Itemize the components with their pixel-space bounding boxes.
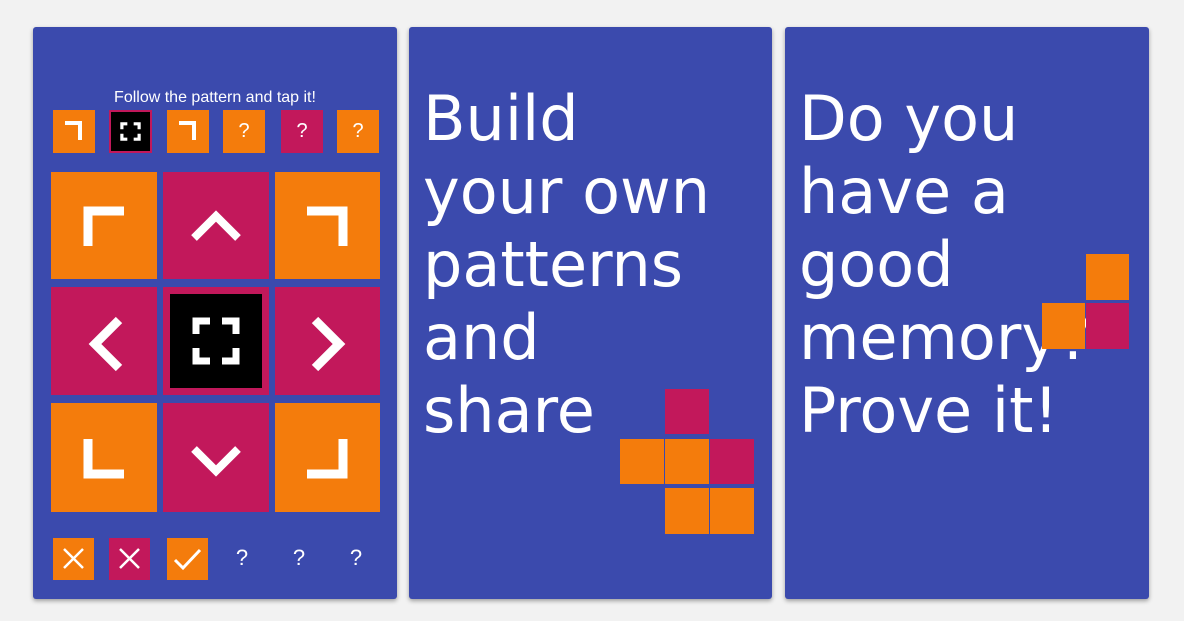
- block: [710, 488, 754, 534]
- chevron-down-icon: [191, 446, 241, 477]
- grid-button-center[interactable]: [163, 287, 269, 395]
- sequence-item: [109, 110, 152, 153]
- corner-top-right-icon: [307, 206, 348, 246]
- block: [665, 488, 709, 534]
- chevron-left-icon: [88, 316, 123, 372]
- promo-line: patterns: [423, 228, 684, 301]
- sequence-item: [53, 110, 95, 153]
- block: [620, 439, 664, 484]
- sequence-item: ?: [281, 110, 323, 153]
- result-item: [109, 538, 150, 580]
- result-unknown: ?: [235, 545, 249, 570]
- unknown-marker: ?: [296, 120, 308, 142]
- promo-build-panel: Build your own patterns and share: [409, 27, 772, 599]
- unknown-marker: ?: [238, 120, 250, 142]
- check-icon: [173, 548, 202, 571]
- promo-build-text: Build your own patterns and share: [423, 82, 710, 447]
- corner-bottom-left-icon: [83, 439, 124, 479]
- sequence-item: [167, 110, 209, 153]
- block: [665, 389, 709, 434]
- corner-top-right-icon: [179, 121, 196, 140]
- block: [1042, 303, 1085, 349]
- unknown-marker: ?: [352, 120, 364, 142]
- block: [665, 439, 709, 484]
- grid-button-top-left[interactable]: [51, 172, 157, 279]
- promo-line: and: [423, 301, 540, 374]
- result-item: [53, 538, 94, 580]
- block: [1086, 254, 1129, 300]
- promo-line: have a: [799, 155, 1009, 228]
- promo-line: Build: [423, 82, 579, 155]
- grid-button-right[interactable]: [275, 287, 380, 395]
- promo-line: Do you: [799, 82, 1019, 155]
- grid-button-down[interactable]: [163, 403, 269, 512]
- chevron-up-icon: [191, 210, 241, 241]
- game-panel: Follow the pattern and tap it! ? ? ?: [33, 27, 397, 599]
- focus-frame-icon: [192, 317, 240, 365]
- chevron-right-icon: [311, 316, 346, 372]
- promo-line: Prove it!: [799, 374, 1059, 447]
- result-unknown: ?: [349, 545, 363, 570]
- grid-button-bottom-right[interactable]: [275, 403, 380, 512]
- result-unknown: ?: [292, 545, 306, 570]
- grid-button-up[interactable]: [163, 172, 269, 279]
- close-icon: [63, 548, 84, 569]
- promo-memory-panel: Do you have a good memory? Prove it!: [785, 27, 1149, 599]
- promo-line: good: [799, 228, 954, 301]
- focus-frame-icon: [120, 122, 141, 141]
- corner-top-right-icon: [65, 121, 82, 140]
- grid-button-top-right[interactable]: [275, 172, 380, 279]
- instruction-text: Follow the pattern and tap it!: [114, 89, 316, 106]
- grid-button-bottom-left[interactable]: [51, 403, 157, 512]
- corner-top-left-icon: [83, 206, 124, 246]
- promo-line: share: [423, 374, 595, 447]
- sequence-item: ?: [337, 110, 379, 153]
- block: [1086, 303, 1129, 349]
- promo-memory-text: Do you have a good memory? Prove it!: [799, 82, 1091, 447]
- block: [710, 439, 754, 484]
- result-item: [167, 538, 208, 580]
- corner-bottom-right-icon: [307, 439, 348, 479]
- promo-line: your own: [423, 155, 711, 228]
- center-tile: [170, 294, 262, 388]
- close-icon: [119, 548, 140, 569]
- grid-button-left[interactable]: [51, 287, 157, 395]
- sequence-item: ?: [223, 110, 265, 153]
